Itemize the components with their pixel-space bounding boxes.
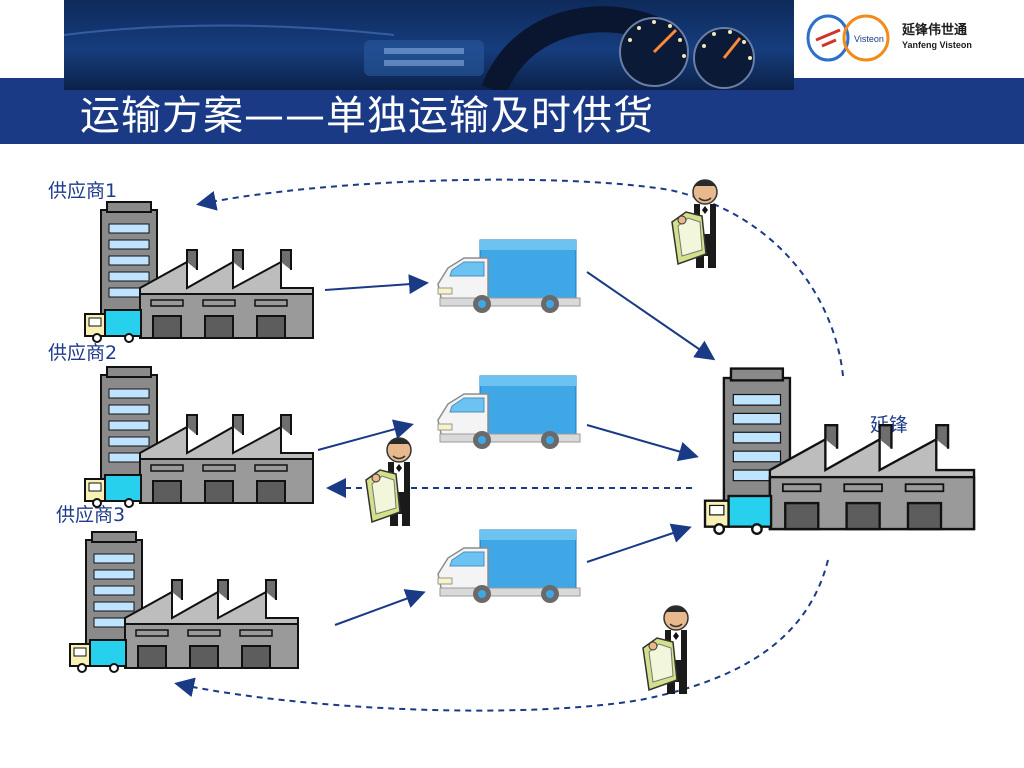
arrow-truck2-to-destination — [586, 424, 699, 462]
arrow-supplier2-to-truck2 — [317, 419, 414, 451]
man-with-sign-middle — [365, 437, 412, 527]
supplier-2-factory — [84, 366, 314, 508]
supplier-1-label: 供应商1 — [48, 180, 118, 202]
truck-1 — [437, 239, 581, 314]
supplier-2-label: 供应商2 — [48, 342, 118, 364]
dashed-return-top — [196, 178, 844, 377]
arrow-supplier1-to-truck1 — [324, 274, 429, 295]
dashboard-photo — [64, 0, 794, 90]
company-logo: Visteon 延锋伟世通 Yanfeng Visteon — [796, 0, 1024, 78]
man-with-sign-bottom — [642, 605, 689, 695]
supplier-3-factory — [69, 531, 299, 673]
slide-title: 运输方案——单独运输及时供货 — [80, 93, 654, 139]
destination-factory — [703, 367, 976, 535]
truck-2 — [437, 375, 581, 450]
supplier-3-label: 供应商3 — [56, 504, 126, 526]
logo-cn-text: 延锋伟世通 — [901, 22, 967, 38]
arrow-truck1-to-destination — [586, 271, 716, 361]
logo-brand-text: Visteon — [854, 34, 884, 44]
man-with-sign-top — [671, 179, 718, 269]
arrow-supplier3-to-truck3 — [334, 589, 426, 626]
arrow-truck3-to-destination — [586, 523, 692, 563]
supplier-1-factory — [84, 201, 314, 343]
truck-3 — [437, 529, 581, 604]
dashed-return-bottom — [174, 559, 829, 712]
logo-en-text: Yanfeng Visteon — [902, 40, 972, 50]
